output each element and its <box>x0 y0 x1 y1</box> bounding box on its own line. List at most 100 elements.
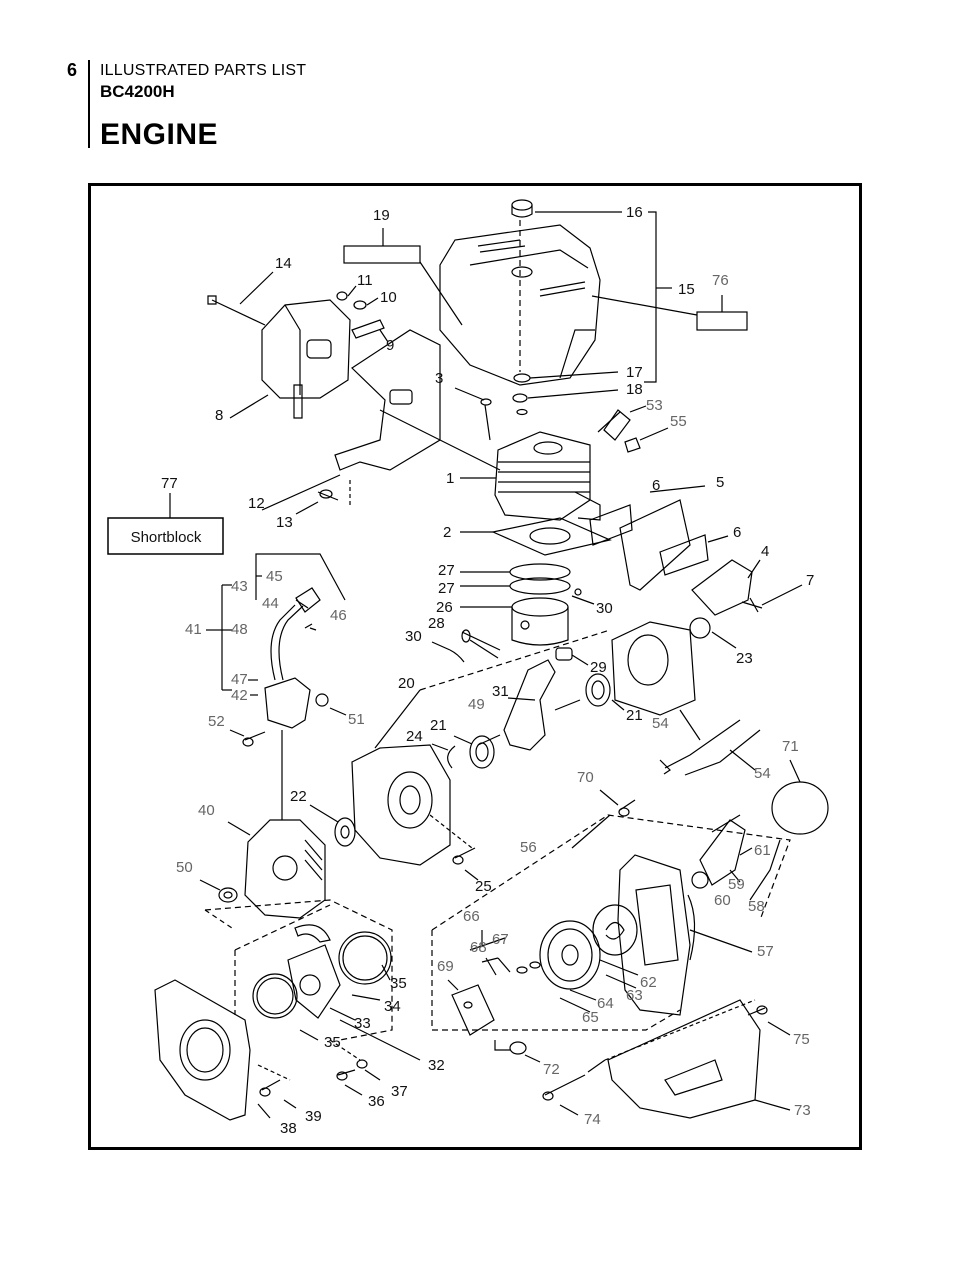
callout-23: 23 <box>736 650 753 667</box>
header-divider <box>88 60 90 148</box>
starter-housing-drawing <box>617 854 691 1016</box>
page-number: 6 <box>67 60 78 80</box>
callout-67: 67 <box>492 931 509 948</box>
piston-drawing <box>511 597 569 646</box>
callout-62: 62 <box>640 974 657 991</box>
callout-35b: 35 <box>324 1034 341 1051</box>
callout-20: 20 <box>398 675 415 692</box>
callout-6a: 6 <box>652 477 660 494</box>
callout-13: 13 <box>276 514 293 531</box>
callout-30b: 30 <box>596 600 613 617</box>
callout-26: 26 <box>436 599 453 616</box>
callout-51: 51 <box>348 711 365 728</box>
callout-65: 65 <box>582 1009 599 1026</box>
callout-9: 9 <box>386 337 394 354</box>
callout-7: 7 <box>806 572 814 589</box>
callout-22: 22 <box>290 788 307 805</box>
callout-72: 72 <box>543 1061 560 1078</box>
callout-69: 69 <box>437 958 454 975</box>
callout-45: 45 <box>266 568 283 585</box>
callout-76: 76 <box>712 272 729 289</box>
callout-54b: 54 <box>754 765 771 782</box>
callout-53: 53 <box>646 397 663 414</box>
callout-6b: 6 <box>733 524 741 541</box>
cover-knob-drawing <box>511 199 622 218</box>
engine-cover-drawing <box>439 224 601 386</box>
crankshaft-drawing <box>477 659 581 751</box>
callout-42: 42 <box>231 687 248 704</box>
callout-18: 18 <box>626 381 643 398</box>
callout-31: 31 <box>492 683 509 700</box>
ignition-module-drawing <box>264 587 321 729</box>
callout-14: 14 <box>275 255 292 272</box>
callout-36: 36 <box>368 1093 385 1110</box>
callout-41: 41 <box>185 621 202 638</box>
callout-52: 52 <box>208 713 225 730</box>
callout-55: 55 <box>670 413 687 430</box>
callout-77: 77 <box>161 475 178 492</box>
callout-71: 71 <box>782 738 799 755</box>
label-box-76 <box>696 311 748 331</box>
callout-34: 34 <box>384 998 401 1015</box>
callout-56: 56 <box>520 839 537 856</box>
callout-46: 46 <box>330 607 347 624</box>
guard-drawing <box>607 999 761 1119</box>
callout-73: 73 <box>794 1102 811 1119</box>
callout-43: 43 <box>231 578 248 595</box>
callout-1: 1 <box>446 470 454 487</box>
callout-50: 50 <box>176 859 193 876</box>
callout-75: 75 <box>793 1031 810 1048</box>
callout-64: 64 <box>597 995 614 1012</box>
callout-60: 60 <box>714 892 731 909</box>
callout-61: 61 <box>754 842 771 859</box>
callout-47: 47 <box>231 671 248 688</box>
callout-2: 2 <box>443 524 451 541</box>
label-box-19 <box>343 245 421 264</box>
callout-16: 16 <box>626 204 643 221</box>
callout-24: 24 <box>406 728 423 745</box>
fan-housing-drawing <box>154 979 251 1121</box>
callout-40: 40 <box>198 802 215 819</box>
callout-33: 33 <box>354 1015 371 1032</box>
callout-35a: 35 <box>390 975 407 992</box>
callout-27a: 27 <box>438 562 455 579</box>
callout-38: 38 <box>280 1120 297 1137</box>
callout-32: 32 <box>428 1057 445 1074</box>
cylinder-drawing <box>494 431 601 521</box>
callout-63: 63 <box>626 987 643 1004</box>
callout-27b: 27 <box>438 580 455 597</box>
callout-70: 70 <box>577 769 594 786</box>
callout-12: 12 <box>248 495 265 512</box>
section-title: ILLUSTRATED PARTS LIST <box>100 62 307 79</box>
callout-68: 68 <box>470 939 487 956</box>
callout-28: 28 <box>428 615 445 632</box>
muffler-drawing <box>261 299 351 419</box>
callout-74: 74 <box>584 1111 601 1128</box>
callout-21b: 21 <box>626 707 643 724</box>
callout-8: 8 <box>215 407 223 424</box>
callout-25: 25 <box>475 878 492 895</box>
callout-57: 57 <box>757 943 774 960</box>
callout-37: 37 <box>391 1083 408 1100</box>
callout-5: 5 <box>716 474 724 491</box>
callout-30a: 30 <box>405 628 422 645</box>
crankcase-right-drawing <box>611 621 696 716</box>
crankcase-left-drawing <box>351 744 451 866</box>
page-title: ENGINE <box>100 118 219 151</box>
callout-39: 39 <box>305 1108 322 1125</box>
callout-58: 58 <box>748 898 765 915</box>
diagram-frame <box>88 183 862 1150</box>
model-number: BC4200H <box>100 82 175 101</box>
shortblock-label: Shortblock <box>131 529 202 546</box>
callout-29: 29 <box>590 659 607 676</box>
callout-59: 59 <box>728 876 745 893</box>
callout-15: 15 <box>678 281 695 298</box>
heat-shield-drawing <box>334 329 441 471</box>
callout-21a: 21 <box>430 717 447 734</box>
callout-49: 49 <box>468 696 485 713</box>
callout-10: 10 <box>380 289 397 306</box>
callout-44: 44 <box>262 595 279 612</box>
part-callouts: 1 2 3 4 5 6 6 7 8 9 10 11 12 13 14 15 16… <box>161 204 814 1137</box>
callout-54a: 54 <box>652 715 669 732</box>
